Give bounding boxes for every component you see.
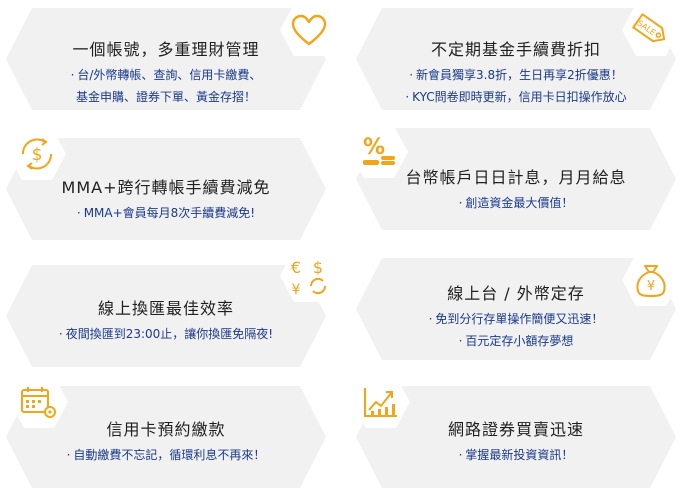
percent-coins-icon: % (350, 126, 408, 178)
feature-card-fx-exchange: 線上換匯最佳效率 ·夜間換匯到23:00止，讓你換匯免隔夜! (6, 265, 326, 367)
sale-tag-icon: SALE (622, 4, 680, 56)
card-title: 信用卡預約繳款 (106, 420, 226, 439)
card-title: 不定期基金手續費折扣 (430, 40, 601, 59)
feature-card-multi-account: 一個帳號，多重理財管理 ·台/外幣轉帳、查詢、信用卡繳費、 基金申購、證券下單、… (6, 8, 326, 110)
card-title: MMA+跨行轉帳手續費減免 (61, 178, 271, 197)
card-background (356, 128, 676, 230)
card-title: 一個帳號，多重理財管理 (72, 40, 260, 59)
card-line: ·新會員獨享3.8折，生日再享2折優惠！ (409, 68, 623, 82)
currency-exchange-icon: € $ ¥ (280, 250, 338, 302)
svg-text:¥: ¥ (292, 282, 301, 298)
stock-chart-icon (352, 376, 410, 428)
dollar-cycle-icon: $ (8, 128, 66, 180)
card-title: 線上台 / 外幣定存 (447, 284, 585, 303)
card-background (356, 8, 676, 110)
money-bag-icon: ¥ (622, 254, 680, 306)
card-line: 基金申購、證券下單、黃金存摺！ (75, 90, 256, 104)
card-line: ·免到分行存單操作簡便又迅速！ (428, 312, 604, 326)
card-line: ·MMA+會員每月8次手續費減免! (76, 206, 256, 220)
card-title: 線上換匯最佳效率 (97, 299, 234, 318)
card-line: ·夜間換匯到23:00止，讓你換匯免隔夜! (58, 327, 274, 341)
feature-card-daily-interest: 台幣帳戶日日計息，月月給息 ·創造資金最大價值！ (356, 128, 676, 230)
feature-card-fund-discount: 不定期基金手續費折扣 ·新會員獨享3.8折，生日再享2折優惠！ ·KYC問卷即時… (356, 8, 676, 110)
feature-card-time-deposit: 線上台 / 外幣定存 ·免到分行存單操作簡便又迅速！ ·百元定存小額存夢想 (356, 258, 676, 360)
svg-text:€: € (291, 258, 301, 277)
svg-text:$: $ (313, 258, 323, 277)
card-line: ·KYC問卷即時更新，信用卡日扣操作放心 (405, 90, 627, 104)
card-line: ·自動繳費不忘記，循環利息不再來！ (66, 448, 266, 462)
card-line: ·創造資金最大價值！ (458, 196, 574, 210)
card-line: ·掌握最新投資資訊！ (458, 448, 574, 462)
card-title: 台幣帳戶日日計息，月月給息 (405, 168, 627, 187)
card-background (356, 258, 676, 360)
card-line: ·百元定存小額存夢想 (458, 334, 574, 348)
card-line: ·台/外幣轉帳、查詢、信用卡繳費、 (70, 68, 262, 82)
heart-icon (280, 4, 338, 56)
svg-text:$: $ (32, 145, 43, 165)
card-title: 網路證券買賣迅速 (447, 420, 584, 439)
svg-text:%: % (363, 135, 385, 160)
card-background (6, 8, 326, 110)
calendar-gear-icon (10, 376, 68, 428)
card-background (6, 265, 326, 367)
svg-text:¥: ¥ (647, 279, 655, 294)
